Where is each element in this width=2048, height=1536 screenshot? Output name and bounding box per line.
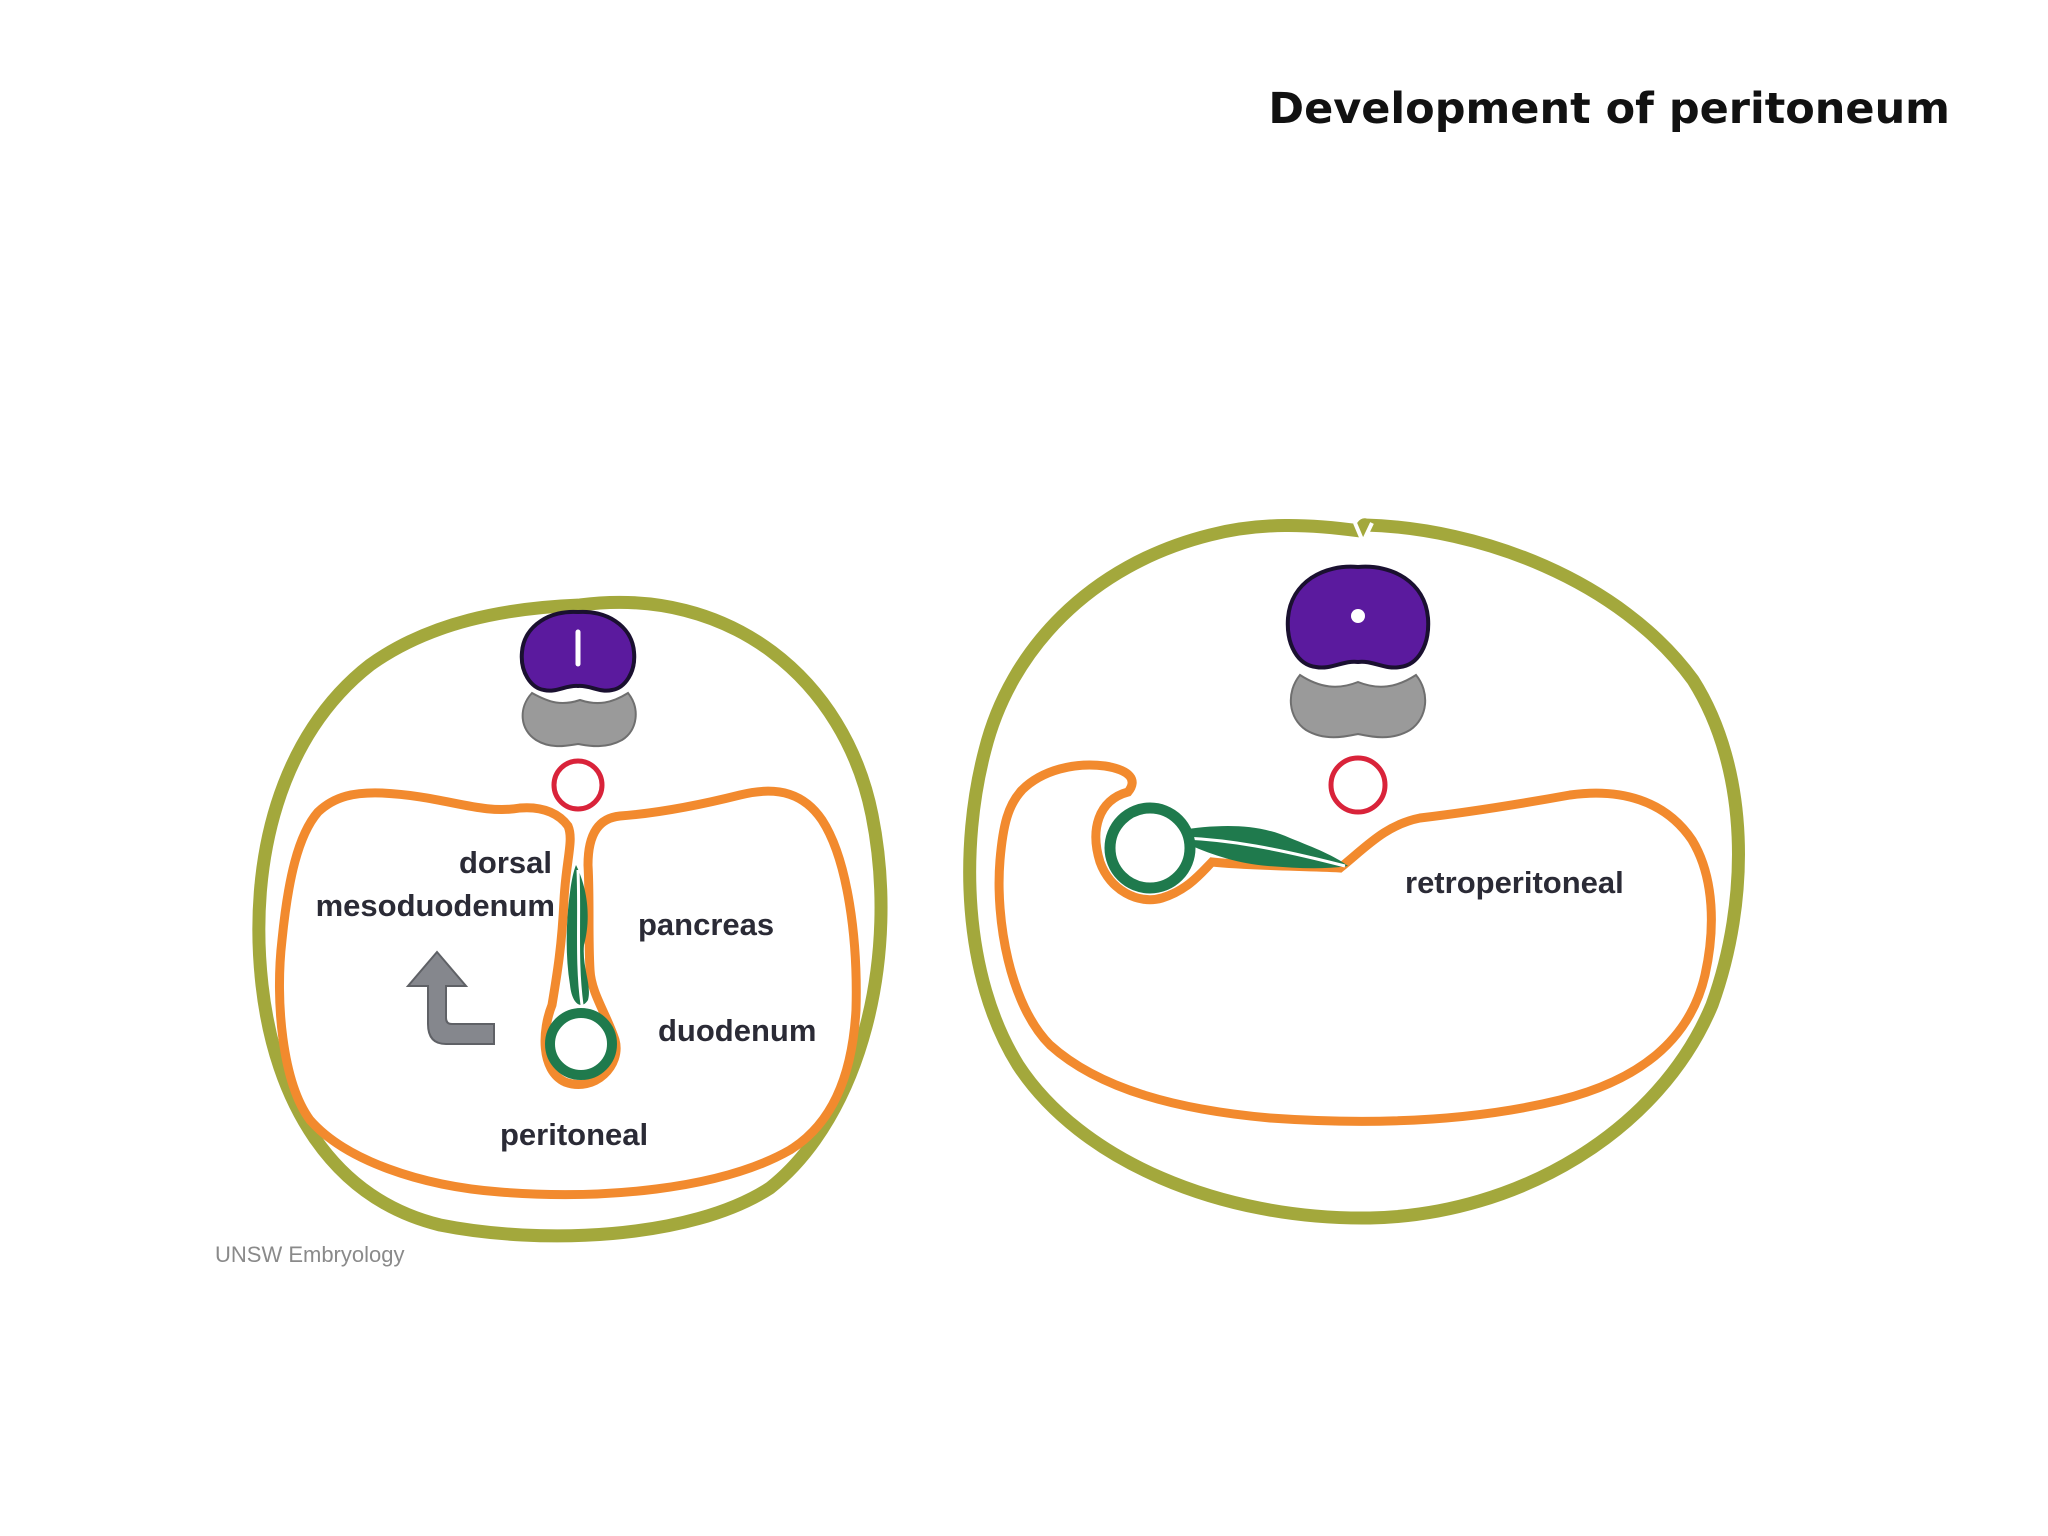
vertebral-body-left (521, 691, 637, 748)
body-wall-right (963, 518, 1745, 1225)
aorta-left (551, 758, 605, 812)
slide-title: Development of peritoneum (1268, 84, 1950, 134)
body-wall-left (252, 595, 888, 1243)
vertebral-body-right (1289, 673, 1427, 739)
label-duodenum: duodenum (658, 1013, 816, 1048)
label-dorsal: dorsal (459, 845, 552, 880)
label-peritoneal: peritoneal (500, 1117, 648, 1152)
label-mesoduodenum: mesoduodenum (316, 888, 555, 923)
curved-arrow-up-icon (405, 950, 495, 1045)
mesentery-line-left (576, 869, 584, 1006)
label-retroperitoneal: retroperitoneal (1405, 865, 1624, 900)
panel-peritoneal: dorsal mesoduodenum pancreas duodenum pe… (215, 595, 888, 1267)
peritoneal-cavity-left (274, 786, 861, 1200)
image-credit: UNSW Embryology (215, 1242, 404, 1267)
duodenum-left (545, 1008, 617, 1080)
central-canal-right (1351, 609, 1365, 623)
panel-retroperitoneal: retroperitoneal (963, 518, 1745, 1225)
aorta-right (1328, 755, 1388, 815)
peritoneal-cavity-right (994, 760, 1716, 1126)
mesentery-line-right (1184, 836, 1346, 868)
duodenum-right (1104, 802, 1196, 894)
label-pancreas: pancreas (638, 907, 774, 942)
body-wall-notch-right (1353, 522, 1374, 547)
